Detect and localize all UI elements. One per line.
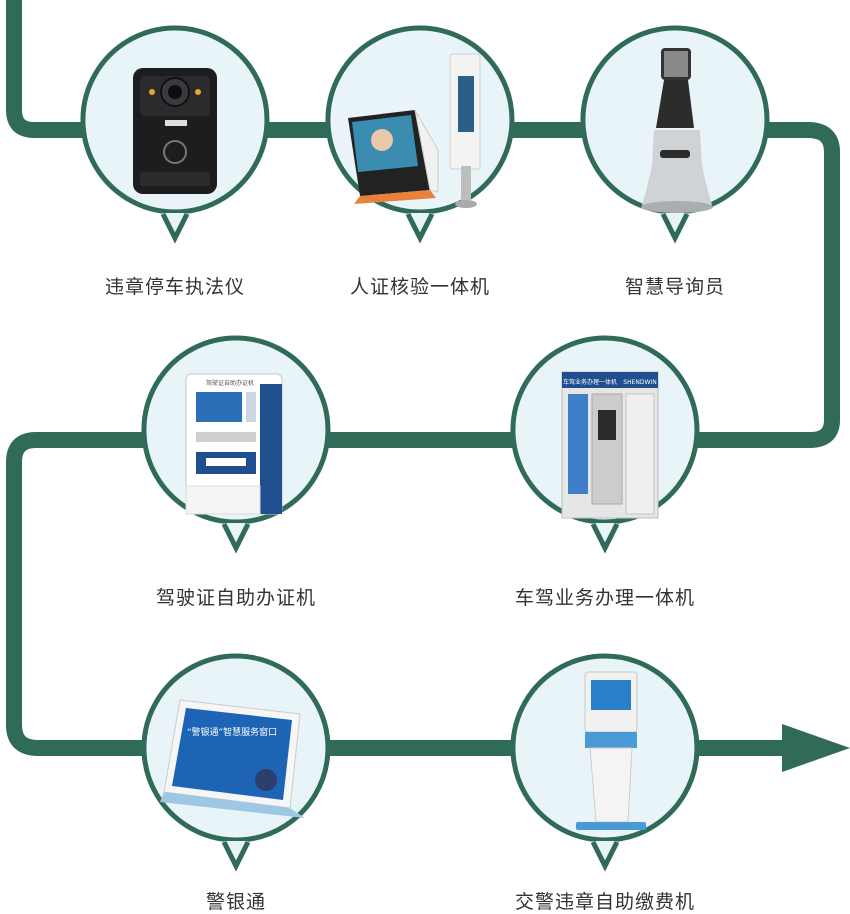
bubble-body-camera <box>80 25 270 244</box>
face-verification-terminal-icon <box>348 53 481 208</box>
body-camera-icon <box>133 68 217 194</box>
bubble-face-verification <box>325 25 515 244</box>
service-booth-brand-text: SHENDWIN <box>623 379 656 386</box>
label-service-booth: 车驾业务办理一体机 <box>515 587 695 609</box>
bubble-tablet-terminal <box>141 653 331 872</box>
license-kiosk-icon <box>185 373 283 515</box>
label-face-verification: 人证核验一体机 <box>350 276 490 298</box>
arrow-head-icon <box>782 724 850 772</box>
label-payment-kiosk: 交警违章自助缴费机 <box>515 891 695 913</box>
bubble-service-booth <box>510 335 700 554</box>
label-body-camera: 违章停车执法仪 <box>105 276 245 298</box>
service-booth-icon <box>561 371 659 519</box>
tablet-terminal-icon <box>160 699 305 818</box>
label-license-kiosk: 驾驶证自助办证机 <box>156 587 316 609</box>
guide-robot-icon <box>641 48 713 213</box>
bubble-license-kiosk <box>141 335 331 554</box>
payment-kiosk-icon <box>576 671 646 830</box>
bubble-payment-kiosk <box>510 653 700 872</box>
label-guide-robot: 智慧导询员 <box>625 276 725 298</box>
flow-path <box>6 0 840 756</box>
label-tablet-terminal: 警银通 <box>206 891 266 913</box>
service-booth-header-text: 车驾业务办理一体机 <box>563 378 617 386</box>
license-kiosk-screen-text: 驾驶证自助办证机 <box>206 379 254 387</box>
tablet-screen-title: “警银通”智慧服务窗口 <box>187 726 277 738</box>
bubble-guide-robot <box>580 25 770 244</box>
